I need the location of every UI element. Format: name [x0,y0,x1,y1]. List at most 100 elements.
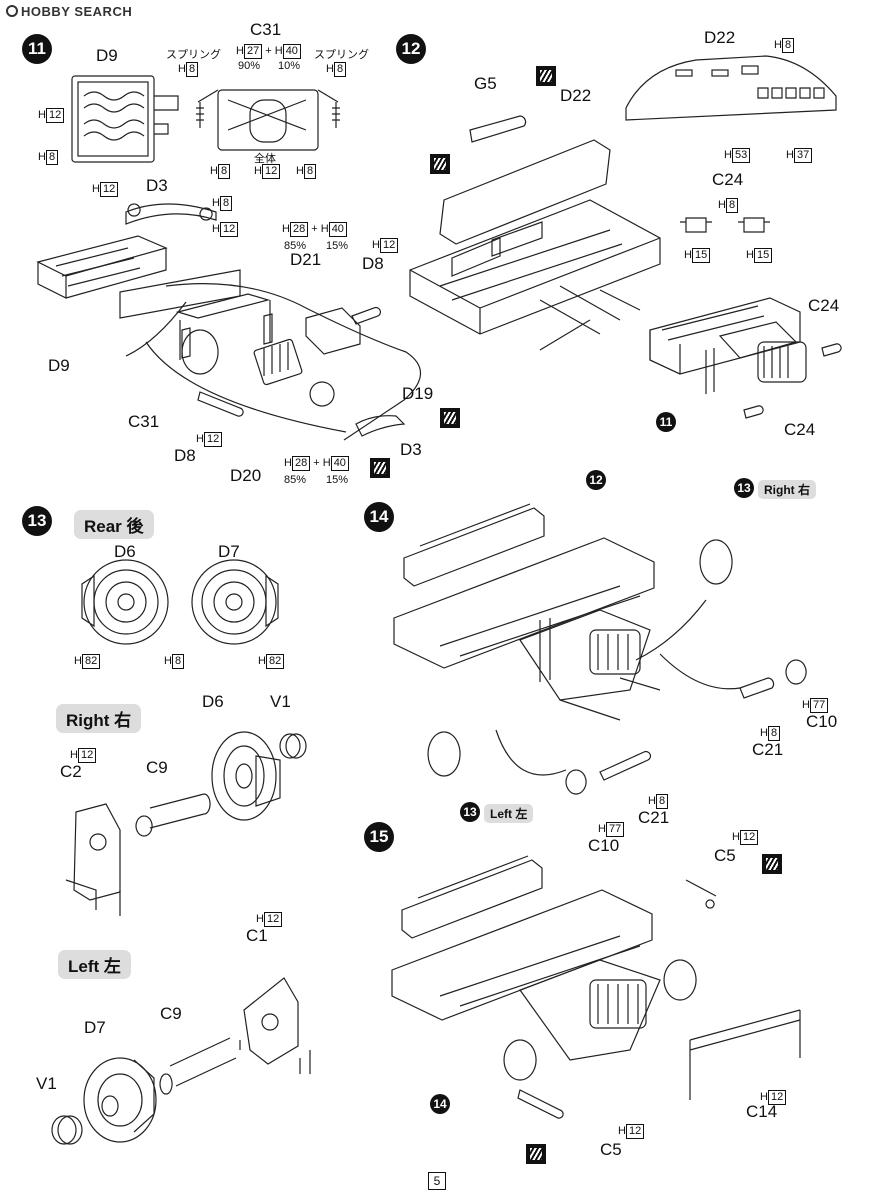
label-spring-right: スプリング [314,49,369,61]
label-zentai: 全体 [254,153,276,165]
label-c10-a: C10 [806,712,838,731]
label-g5: G5 [474,74,497,93]
d3-detail-drawing [125,203,217,225]
label-d6: D6 [114,542,136,561]
cement-icon [430,154,450,174]
label-c31-left: C31 [128,412,160,431]
cement-icon [762,854,782,874]
label-v1-b: V1 [36,1074,57,1093]
c31-detail-drawing [196,89,340,151]
step-13-ref-left: 13 [460,802,480,822]
d22-top-detail-drawing [625,55,837,121]
label-c9-a: C9 [146,758,168,777]
label-spring-left: スプリング [166,49,221,61]
label-d3: D3 [146,176,168,195]
paint-d21-pct-a: 85% [284,240,307,252]
label-c24-mid: C24 [712,170,744,189]
paint-c31-pct-b: 10% [278,60,301,72]
step-11-ref: 11 [656,412,676,432]
cement-icon [526,1144,546,1164]
step-14-number: 14 [364,502,394,532]
left-label: Left 左 [58,950,131,979]
label-d20: D20 [230,466,262,485]
label-d8-bottom: D8 [174,446,196,465]
c24-detail-drawing [680,217,770,233]
left-wheel-assembly-drawing [51,977,311,1145]
cement-icon [440,408,460,428]
label-d8-right: D8 [362,254,384,273]
page-number: 5 [428,1172,446,1190]
rear-wheel-drawings [81,559,279,645]
step-12-number: 12 [396,34,426,64]
label-d7: D7 [218,542,240,561]
right-label: Right 右 [56,704,142,733]
label-d19: D19 [402,384,434,403]
label-c2: C2 [60,762,82,781]
step15-chassis-drawing [391,855,801,1119]
label-c24-bottom: C24 [784,420,816,439]
label-c21-b: C21 [638,808,670,827]
hobby-search-watermark: HOBBY SEARCH [6,4,132,19]
left-tag: Left 左 [484,804,534,823]
paint-d20-pct-b: 15% [326,474,349,486]
label-d22: D22 [560,86,592,105]
right-tag: Right 右 [758,480,816,499]
label-d9-top: D9 [96,46,118,65]
paint-c31-pct-a: 90% [238,60,261,72]
label-v1-a: V1 [270,692,291,711]
label-d9-left: D9 [48,356,70,375]
label-c21-a: C21 [752,740,784,759]
label-c24-right: C24 [808,296,840,315]
label-d6-b: D6 [202,692,224,711]
label-d22-top: D22 [704,28,736,47]
label-c9-b: C9 [160,1004,182,1023]
rear-label: Rear 後 [74,510,154,539]
label-d7-b: D7 [84,1018,106,1037]
label-c5-bottom: C5 [600,1140,622,1159]
step11-chassis-drawing [36,235,422,441]
d9-detail-drawing [71,75,179,163]
step-13-ref-right: 13 [734,478,754,498]
cement-icon [370,458,390,478]
step-11-number: 11 [22,34,52,64]
label-c14: C14 [746,1102,778,1121]
step-15-number: 15 [364,822,394,852]
label-c10-b: C10 [588,836,620,855]
step-13-number: 13 [22,506,52,536]
label-c5-top: C5 [714,846,736,865]
step14-chassis-drawing [393,503,807,795]
label-c31-top: C31 [250,20,282,39]
paint-d20-pct-a: 85% [284,474,307,486]
